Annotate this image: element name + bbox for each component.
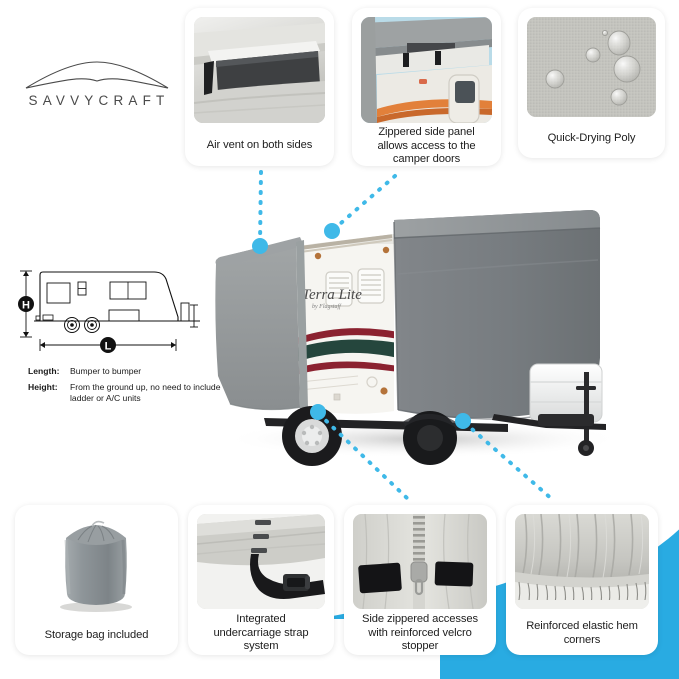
- feature-caption-zippered-panel: Zippered side panel allows access to the…: [377, 126, 476, 166]
- storage-bag-photo: [24, 514, 169, 614]
- water-beading-fabric-photo: [527, 17, 656, 117]
- feature-card-storage-bag[interactable]: Storage bag included: [15, 505, 178, 655]
- elastic-hem-corner-photo: [515, 514, 649, 609]
- feature-caption-side-zipper: Side zippered accesses with reinforced v…: [362, 613, 478, 653]
- brand-logo: SAVVYCRAFT: [22, 58, 172, 108]
- side-zipper-velcro-photo: [353, 514, 487, 609]
- feature-caption-elastic-hem: Reinforced elastic hem corners: [526, 619, 638, 646]
- length-value: Bumper to bumper: [70, 366, 142, 376]
- height-value: From the ground up, no need to include l…: [70, 382, 221, 403]
- feature-caption-vent: Air vent on both sides: [206, 139, 313, 152]
- svg-text:L: L: [105, 341, 112, 353]
- height-label: Height:: [28, 382, 58, 392]
- brand-name: SAVVYCRAFT: [28, 93, 170, 108]
- feature-card-zippered-panel[interactable]: Zippered side panel allows access to the…: [352, 8, 501, 166]
- svg-text:H: H: [22, 300, 30, 312]
- measurement-note-height: Height: From the ground up, no need to i…: [28, 382, 224, 404]
- hero-product-image: Terra Lite by Flagstaff: [208, 186, 648, 496]
- measurement-note-length: Length: Bumper to bumper: [28, 366, 224, 377]
- travel-trailer-with-cover-illustration: Terra Lite by Flagstaff: [215, 210, 623, 466]
- measurement-notes: Length: Bumper to bumper Height: From th…: [28, 366, 224, 404]
- feature-caption-storage-bag: Storage bag included: [44, 629, 149, 642]
- feature-card-strap-system[interactable]: Integrated undercarriage strap system: [188, 505, 334, 655]
- feature-card-vent[interactable]: Air vent on both sides: [185, 8, 334, 166]
- undercarriage-strap-photo: [197, 514, 325, 609]
- feature-card-elastic-hem[interactable]: Reinforced elastic hem corners: [506, 505, 658, 655]
- arc-canopy-logo-icon: [25, 61, 169, 89]
- feature-card-quick-drying-poly[interactable]: Quick-Drying Poly: [518, 8, 665, 158]
- trailer-dimension-diagram: H: [18, 270, 200, 353]
- svg-text:by Flagstaff: by Flagstaff: [312, 303, 342, 310]
- feature-caption-strap-system: Integrated undercarriage strap system: [213, 613, 309, 653]
- length-label: Length:: [28, 366, 60, 376]
- measurement-guide: H: [14, 265, 224, 409]
- feature-caption-quick-drying-poly: Quick-Drying Poly: [547, 132, 636, 145]
- rv-brand-script: Terra Lite: [302, 287, 362, 303]
- zippered-side-panel-photo: [361, 17, 492, 123]
- rv-cover-air-vent-photo: [194, 17, 325, 123]
- feature-card-side-zipper[interactable]: Side zippered accesses with reinforced v…: [344, 505, 496, 655]
